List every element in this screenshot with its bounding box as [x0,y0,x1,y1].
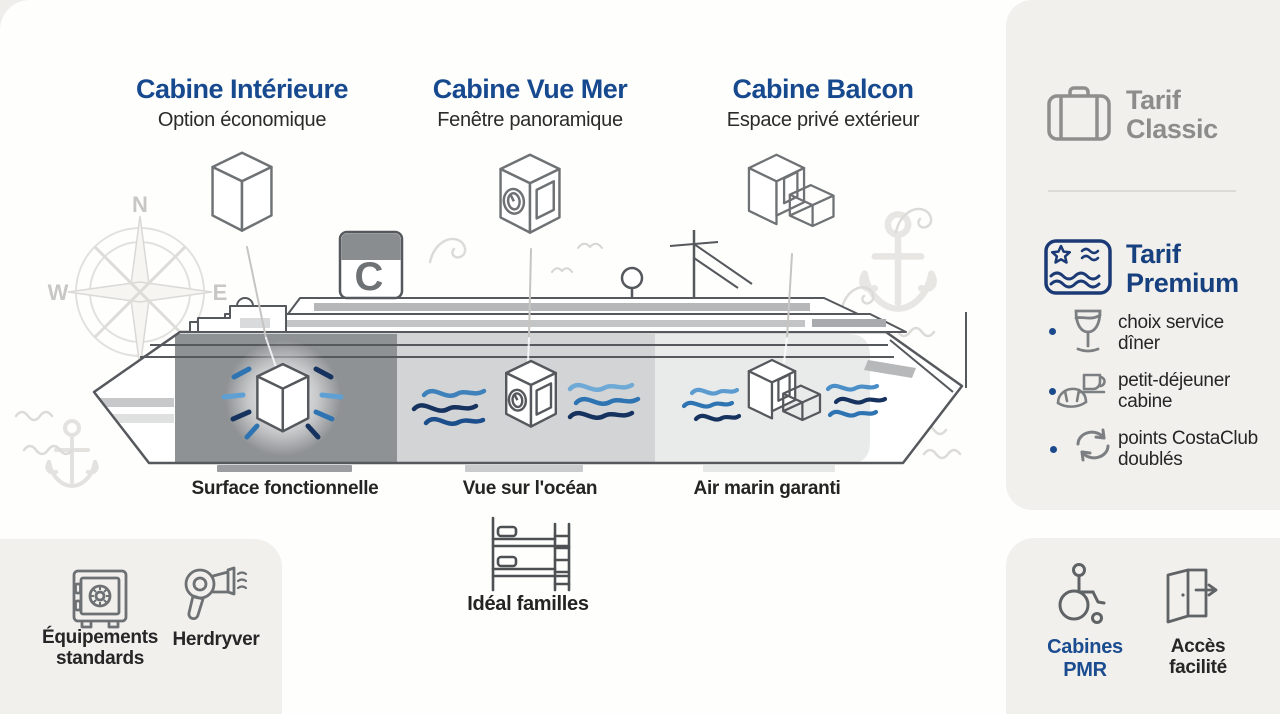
premium-card-icon [1044,239,1112,295]
wheelchair-icon [1058,563,1106,624]
ship-illustration: N W E [14,151,967,489]
cabin-header-vue-mer: Cabine Vue Mer Fenêtre panoramique [370,74,690,132]
bullet-dot [1049,388,1056,395]
door-exit-icon [1166,568,1218,624]
feature-label: Surface fonctionnelle [191,478,379,499]
ship-superstructure: C [189,230,907,333]
cube-icon [256,362,310,433]
page-corner-decor [0,0,42,42]
hairdryer-label: Herdryver [172,629,260,650]
cabin-title: Cabine Intérieure [135,74,349,104]
compass-e-label: E [213,280,228,305]
benefit-label: petit-déjeuner cabine [1118,370,1230,413]
accessibility-card [1006,538,1280,714]
balcony-cabin-icon [747,358,822,422]
panel-divider [1048,190,1236,192]
access-label: Accès facilité [1169,636,1227,678]
anchor-icon [45,419,99,489]
bird-decor [551,242,603,273]
feature-label: Air marin garanti [693,478,841,499]
benefit-label: points CostaClub doublés [1118,428,1258,471]
feature-underline-bar [217,465,352,472]
feature-underline-bar [465,465,583,472]
cabin-title: Cabine Balcon [732,74,914,104]
sea-breeze-waves [681,383,888,422]
cabin-subtitle: Option économique [157,109,327,131]
wine-glass-icon [1074,309,1102,353]
cabin-subtitle: Fenêtre panoramique [437,109,623,131]
tariff-panel [1006,0,1280,510]
porthole-cabin-icon [505,359,558,428]
highlight-dashes [221,366,344,440]
connector-lines [246,246,793,368]
pmr-label: Cabines PMR [1047,636,1123,681]
sea-breeze-waves [411,382,641,426]
compass-n-label: N [132,192,148,217]
tarif-premium-label: Tarif Premium [1126,239,1239,298]
bunk-bed-icon [491,516,571,592]
radar-mast [669,230,753,298]
cabin-header-interieure: Cabine Intérieure Option économique [82,74,402,132]
compass-w-label: W [48,280,69,305]
cabin-subtitle: Espace privé extérieur [726,109,920,131]
bullet-dot [1049,328,1056,335]
cabin-title: Cabine Vue Mer [432,74,628,104]
cube-icon [211,151,273,232]
family-note-label: Idéal familles [467,593,589,615]
hairdryer-icon [184,566,248,620]
tarif-classic-label: Tarif Classic [1126,85,1218,144]
feature-label: Vue sur l'océan [462,478,598,499]
feature-underline-bar [703,465,835,472]
balcony-cabin-icon [747,153,835,228]
double-points-cycle-icon [1076,428,1110,462]
standards-label: Équipements standards [42,627,158,669]
bullet-dot [1050,446,1057,453]
safe-icon [72,569,128,629]
funnel: C [338,230,404,300]
porthole-cabin-icon [499,153,561,234]
suitcase-icon [1047,86,1111,141]
compass-rose-icon: N W E [48,192,228,369]
benefit-label: choix service dîner [1118,312,1224,355]
funnel-letter: C [355,255,384,299]
cabin-header-balcon: Cabine Balcon Espace privé extérieur [663,74,983,132]
croissant-coffee-icon [1056,373,1106,408]
